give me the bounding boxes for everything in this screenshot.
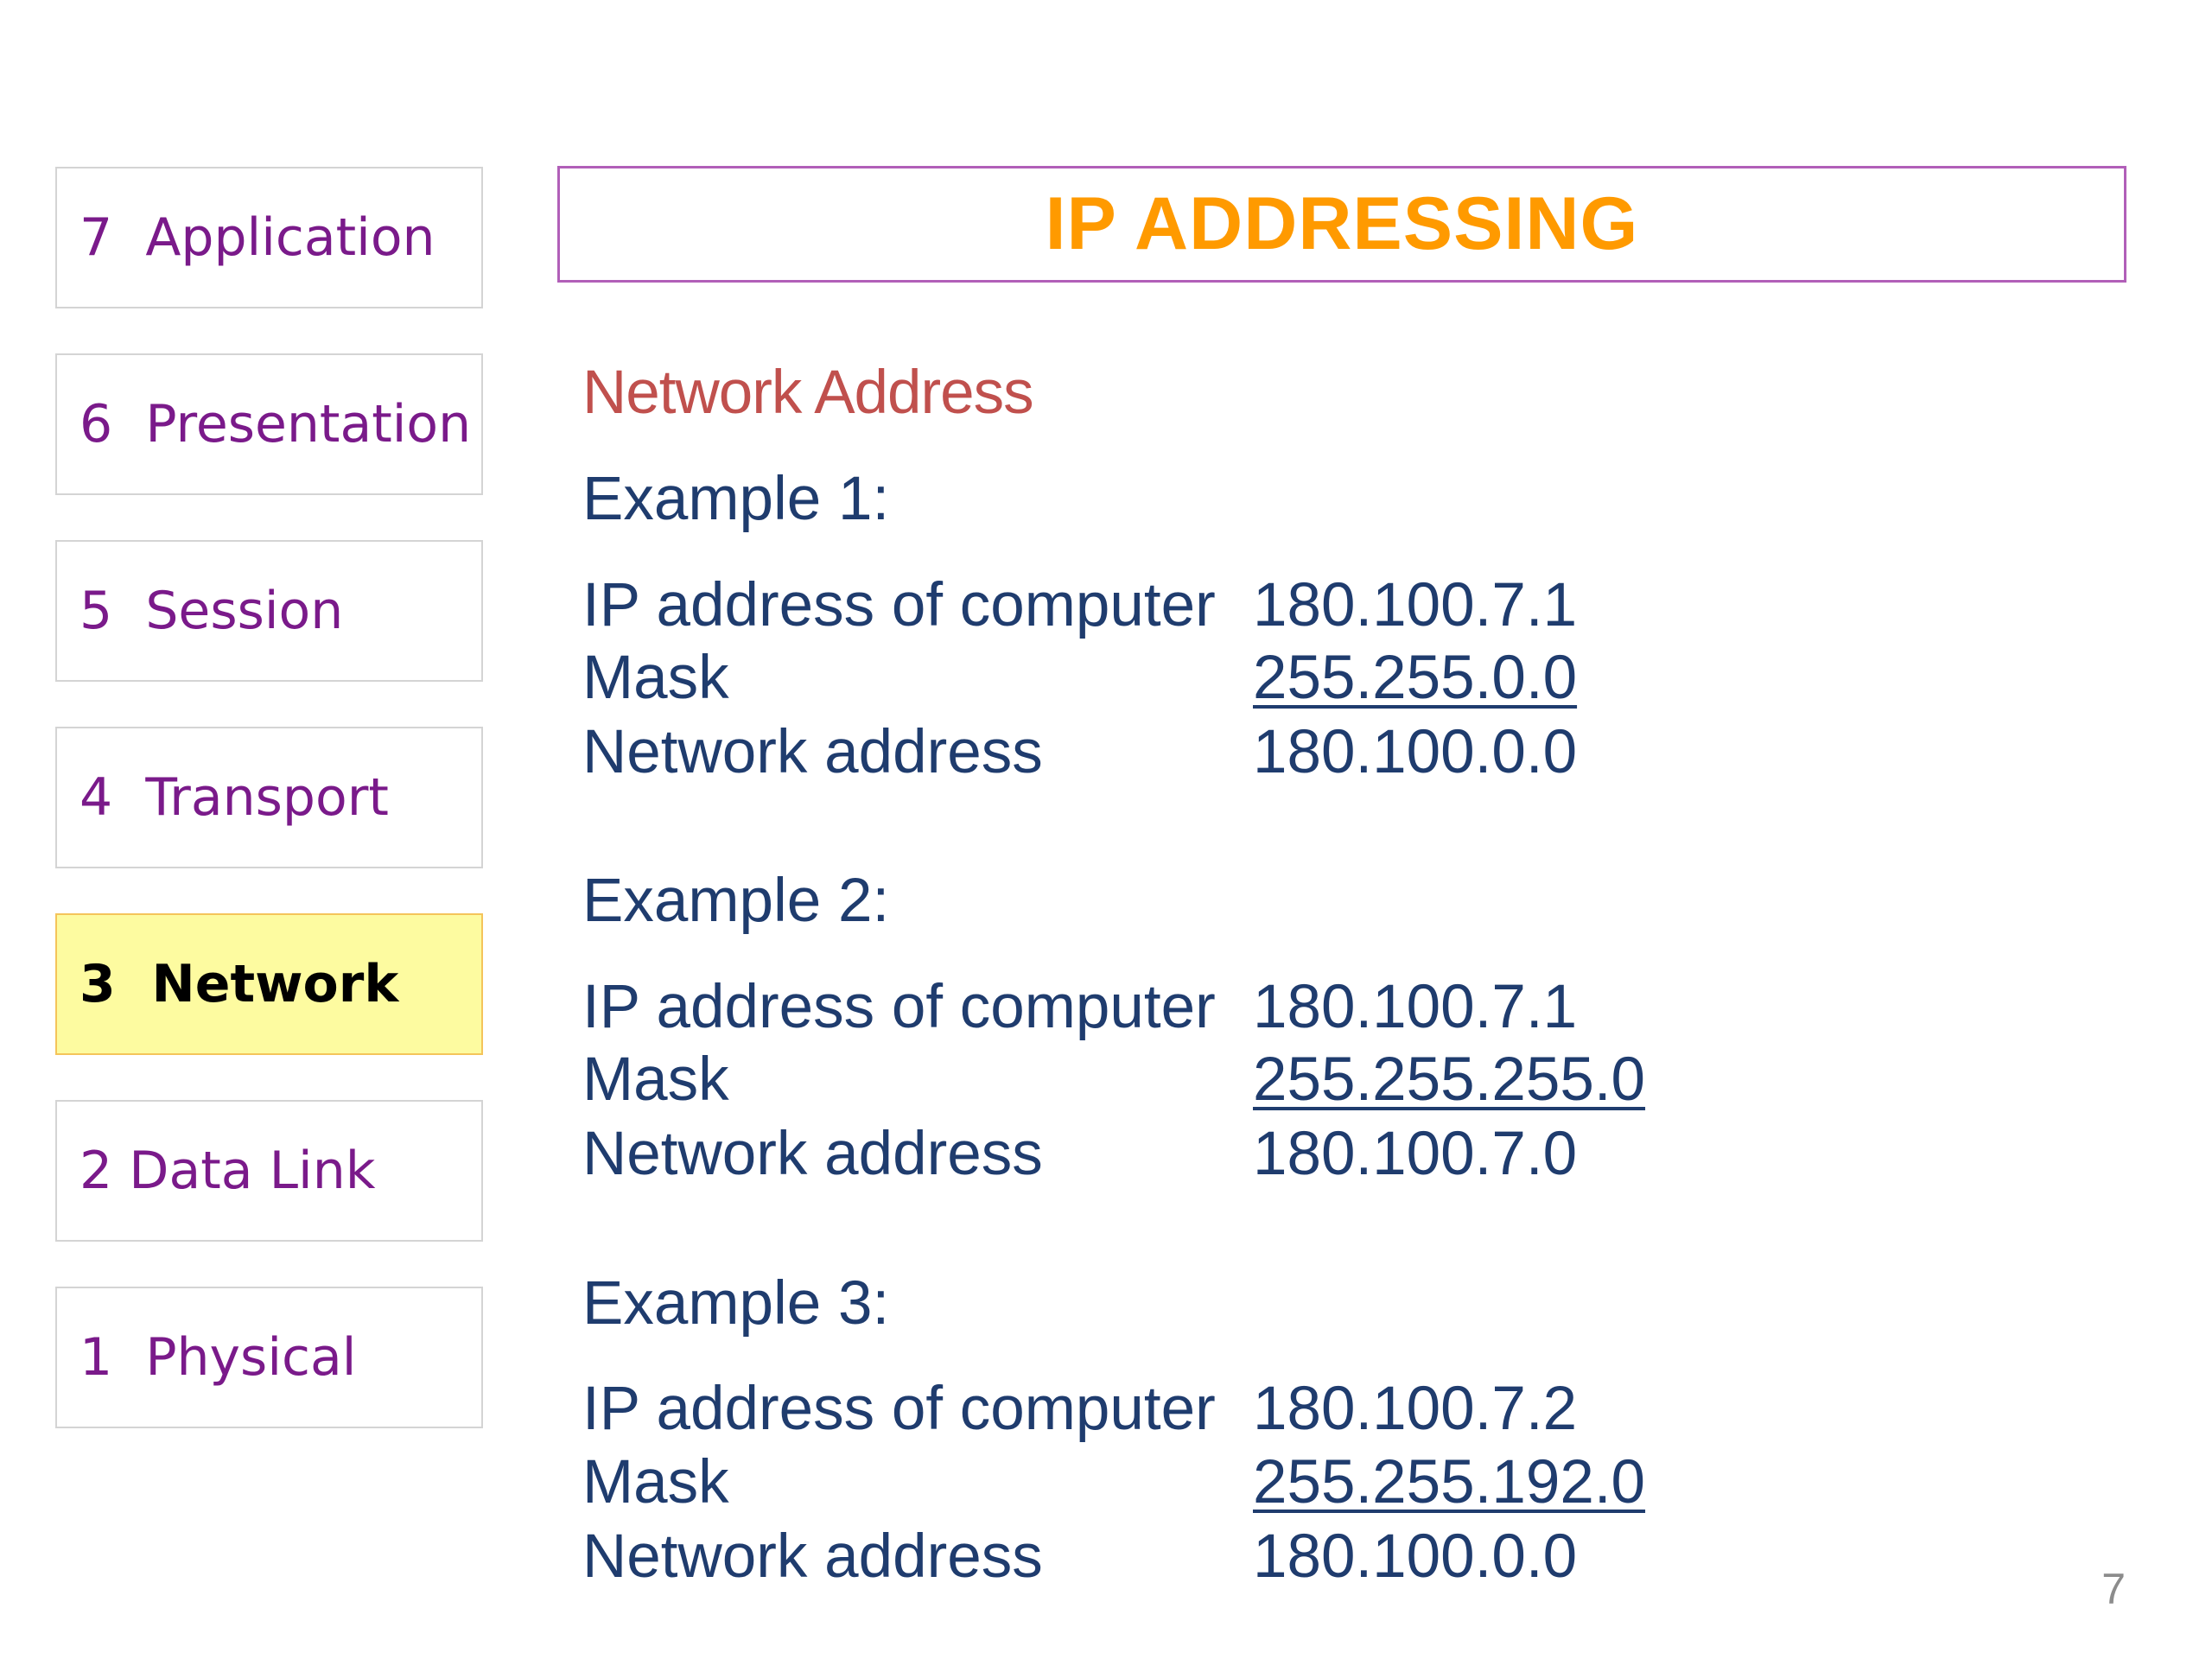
layer-label: Data Link <box>129 1141 376 1201</box>
layer-1-physical: 1 Physical <box>55 1287 483 1428</box>
example-1-ip-label: IP address of computer <box>582 571 1216 639</box>
layer-label: Network <box>151 954 399 1014</box>
layer-number: 2 <box>79 1141 113 1201</box>
example-1-mask-label: Mask <box>582 644 729 712</box>
layer-number: 1 <box>79 1327 113 1388</box>
example-2-mask-label: Mask <box>582 1046 729 1114</box>
layer-number: 6 <box>79 394 113 454</box>
example-1-ip-value: 180.100.7.1 <box>1253 571 1578 639</box>
example-2-network-value: 180.100.7.0 <box>1253 1120 1578 1188</box>
slide-title: IP ADDRESSING <box>1045 182 1639 265</box>
title-box: IP ADDRESSING <box>557 166 2126 283</box>
section-heading: Network Address <box>582 359 1034 427</box>
layer-label: Physical <box>145 1327 357 1388</box>
layer-label: Presentation <box>145 394 472 454</box>
layer-3-network-active: 3 Network <box>55 913 483 1055</box>
example-1-mask-value: 255.255.0.0 <box>1253 644 1578 712</box>
example-2-ip-value: 180.100.7.1 <box>1253 973 1578 1041</box>
example-1-network-value: 180.100.0.0 <box>1253 718 1578 786</box>
example-2-mask-value: 255.255.255.0 <box>1253 1046 1646 1114</box>
layer-6-presentation: 6 Presentation <box>55 353 483 495</box>
example-3-ip-value: 180.100.7.2 <box>1253 1375 1578 1443</box>
example-1-network-label: Network address <box>582 718 1043 786</box>
layer-number: 4 <box>79 767 113 828</box>
layer-number: 3 <box>79 954 116 1014</box>
layer-label: Session <box>145 581 344 641</box>
example-2-ip-label: IP address of computer <box>582 973 1216 1041</box>
example-3-mask-label: Mask <box>582 1448 729 1516</box>
layer-4-transport: 4 Transport <box>55 727 483 868</box>
layer-label: Application <box>145 207 435 268</box>
layer-7-application: 7 Application <box>55 167 483 308</box>
layer-number: 7 <box>79 207 113 268</box>
example-2-network-label: Network address <box>582 1120 1043 1188</box>
layer-2-data-link: 2 Data Link <box>55 1100 483 1242</box>
example-3-mask-value: 255.255.192.0 <box>1253 1448 1646 1516</box>
example-3-ip-label: IP address of computer <box>582 1375 1216 1443</box>
example-2-heading: Example 2: <box>582 867 890 935</box>
example-3-network-value: 180.100.0.0 <box>1253 1522 1578 1591</box>
layer-number: 5 <box>79 581 113 641</box>
page-number: 7 <box>2101 1565 2126 1613</box>
layer-label: Transport <box>145 767 389 828</box>
example-3-heading: Example 3: <box>582 1269 890 1338</box>
layer-5-session: 5 Session <box>55 540 483 682</box>
example-1-heading: Example 1: <box>582 465 890 533</box>
example-3-network-label: Network address <box>582 1522 1043 1591</box>
